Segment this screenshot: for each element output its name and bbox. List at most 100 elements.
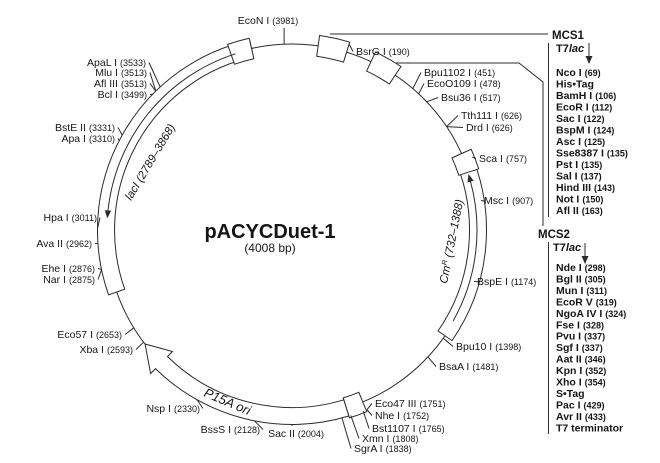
- site-label: Mlu I(3513): [95, 67, 147, 79]
- restriction-site: Ava II(2962): [36, 238, 99, 250]
- mcs1-promoter-label: T7lac: [556, 43, 584, 55]
- site-leader-line: [348, 43, 354, 52]
- restriction-site: SgrA I(1838): [341, 417, 412, 455]
- site-leader-line: [412, 72, 422, 89]
- mcs2-item: Kpn I(352): [556, 365, 606, 377]
- mcs2-item: Sgf I(337): [556, 342, 603, 354]
- site-leader-line: [97, 268, 102, 270]
- site-label: Tth111 I(626): [461, 110, 522, 122]
- site-label: BssS I(2128): [201, 424, 260, 436]
- restriction-site: Sca I(757): [472, 153, 527, 165]
- restriction-site: Bsu36 I(517): [426, 92, 501, 104]
- restriction-site: Ehe I(2876): [41, 263, 102, 275]
- lacI-arrowhead-icon: [104, 210, 112, 219]
- restriction-site: Bcl I(3499): [98, 89, 153, 101]
- site-leader-line: [341, 417, 352, 449]
- mcs1-item: BamH I(106): [556, 90, 616, 102]
- site-leader-line: [117, 127, 123, 136]
- site-leader-line: [366, 409, 373, 416]
- site-label: Eco57 I(2653): [57, 329, 122, 341]
- restriction-site: Eco57 I(2653): [57, 327, 135, 341]
- site-leader-line: [427, 356, 437, 367]
- restriction-site: Afl III(3513): [94, 78, 157, 92]
- mcs2-item: Bgl II(305): [556, 273, 606, 285]
- site-label: Sac II(2004): [268, 428, 324, 440]
- site-label: ApaL I(3533): [87, 57, 146, 69]
- mcs2-item: Mun I(311): [556, 285, 607, 297]
- site-leader-line: [196, 399, 204, 409]
- CmR-end-cap-box: [451, 148, 480, 176]
- site-label: Bsu36 I(517): [441, 92, 501, 104]
- site-leader-line: [350, 415, 360, 439]
- mcs1-item: EcoR I(112): [556, 102, 612, 114]
- mcs2-item: Xho I(354): [556, 377, 606, 389]
- site-leader-line: [366, 403, 373, 410]
- mcs1-item: Hind III(143): [556, 182, 615, 194]
- site-label: Bpu10 I(1398): [456, 341, 521, 353]
- mcs1-header: MCS1: [552, 30, 585, 42]
- site-leader-line: [442, 337, 454, 347]
- site-leader-line: [362, 410, 370, 429]
- mcs2-item: Nde I(298): [556, 262, 606, 274]
- mcs1-item: Sse8387 I(135): [556, 148, 628, 160]
- site-leader-line: [418, 83, 425, 95]
- site-leader-line: [480, 200, 485, 202]
- restriction-site: BssS I(2128): [201, 420, 264, 436]
- mcs1-item: Pst I(135): [556, 159, 602, 171]
- site-leader-line: [149, 72, 157, 92]
- CmR-arrowhead-icon: [467, 174, 474, 183]
- mcs2-item: NgoA IV I(324): [556, 308, 626, 320]
- site-label: Bst1107 I(1765): [372, 423, 445, 435]
- restriction-sites-layer: EcoN I(3981)BsrG I(190)Bpu1102 I(451)Eco…: [36, 15, 536, 455]
- site-leader-line: [148, 62, 161, 88]
- site-label: BstE II(3331): [55, 122, 115, 134]
- mcs1-item: Sac I(122): [556, 113, 605, 125]
- mcs2-promoter-label: T7lac: [553, 242, 581, 254]
- restriction-site: Xmn I(1808): [350, 415, 418, 445]
- lacI-direction-arrow: [107, 53, 236, 212]
- restriction-site: ApaL I(3533): [87, 57, 161, 88]
- site-leader-line: [446, 126, 464, 128]
- site-label: BsrG I(190): [356, 46, 410, 58]
- site-leader-line: [97, 217, 101, 229]
- restriction-site: Hpa I(3011): [44, 212, 101, 229]
- site-leader-line: [124, 327, 135, 335]
- site-label: Sca I(757): [479, 153, 527, 165]
- site-leader-line: [117, 138, 120, 142]
- restriction-site: Nhe I(1752): [366, 409, 429, 422]
- restriction-site: Nsp I(2330): [146, 399, 204, 415]
- restriction-site: Bst1107 I(1765): [362, 410, 445, 435]
- mcs2-item: Fse I(328): [556, 319, 604, 331]
- restriction-site: EcoN I(3981): [238, 15, 298, 45]
- restriction-site: BsrG I(190): [348, 43, 410, 58]
- restriction-site: Bpu1102 I(451): [412, 67, 495, 89]
- site-leader-line: [97, 269, 103, 280]
- site-label: EcoO109 I(478): [427, 78, 501, 90]
- mcs1-region-box: [316, 34, 351, 63]
- restriction-site: Xba I(2593): [79, 341, 144, 356]
- restriction-site: Nar I(2875): [43, 269, 103, 286]
- mcs2-connector-line: [396, 62, 544, 226]
- CmR-gene-label: CmR (732–1388): [436, 198, 466, 285]
- mcs2-item: Avr II(433): [556, 411, 606, 423]
- p15a-ori-tail-cap: [342, 391, 368, 419]
- site-label: Afl III(3513): [94, 78, 147, 90]
- restriction-site: Mlu I(3513): [95, 67, 157, 92]
- restriction-site: BsaA I(1481): [427, 356, 498, 373]
- lacI-end-cap-box: [226, 37, 255, 65]
- site-label: Ava II(2962): [36, 238, 92, 250]
- site-leader-line: [149, 83, 157, 92]
- mcs1-item: Asc I(125): [556, 136, 605, 148]
- restriction-site: Bpu10 I(1398): [442, 337, 521, 353]
- restriction-site: BstE II(3331): [55, 122, 123, 136]
- site-label: Eco47 III(1751): [375, 398, 445, 410]
- mcs1-item: BspM I(124): [556, 125, 614, 137]
- site-leader-line: [472, 156, 477, 159]
- mcs1-item: Nco I(69): [556, 67, 601, 79]
- site-leader-line: [254, 420, 264, 430]
- plasmid-title: pACYCDuet-1: [204, 221, 335, 243]
- site-label: BsaA I(1481): [439, 361, 498, 373]
- p15a-ori-arrow-band: [144, 343, 350, 425]
